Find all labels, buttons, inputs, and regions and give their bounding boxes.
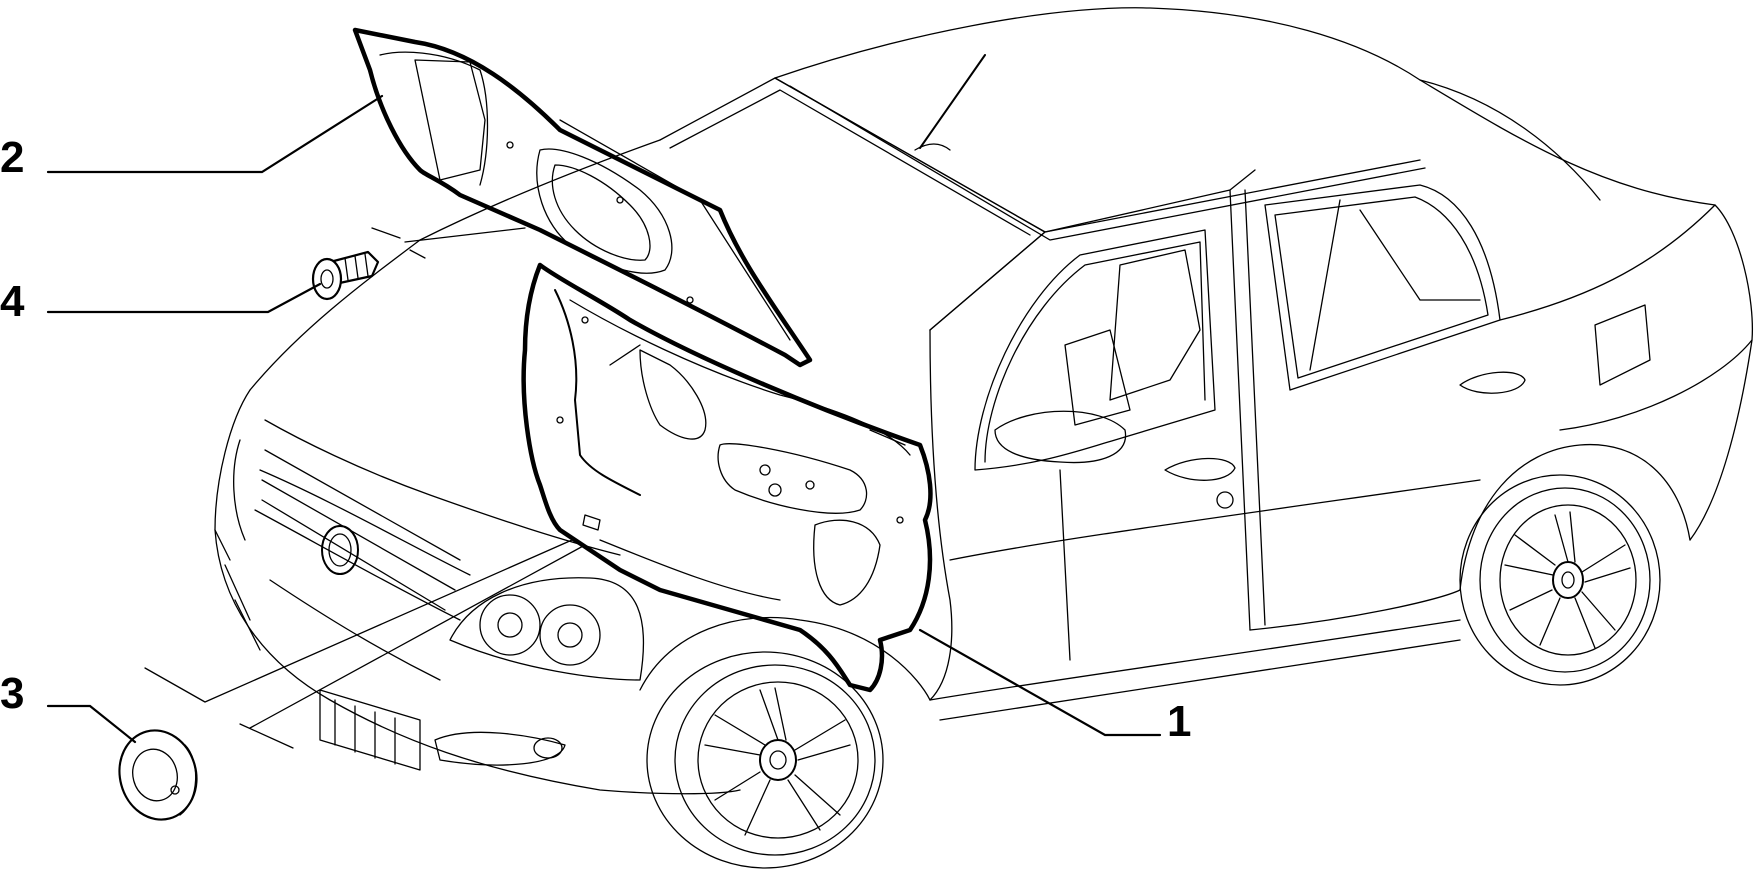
- push-pin-fastener: [311, 250, 380, 301]
- leader-lines: [46, 94, 1162, 749]
- leader-2: [46, 94, 384, 174]
- front-wheel: [646, 651, 884, 869]
- leader-4: [46, 282, 322, 314]
- callout-4: 4: [0, 277, 25, 326]
- callout-3: 3: [0, 669, 25, 718]
- grommet: [118, 729, 198, 821]
- leader-1: [918, 628, 1162, 737]
- car-body: [214, 7, 1754, 795]
- hood-insulation-pad: [521, 262, 933, 693]
- callout-2: 2: [0, 133, 25, 182]
- callout-1: 1: [1167, 697, 1192, 746]
- leader-3: [46, 704, 137, 744]
- rear-wheel: [1459, 474, 1661, 686]
- hood-panel: [352, 27, 813, 368]
